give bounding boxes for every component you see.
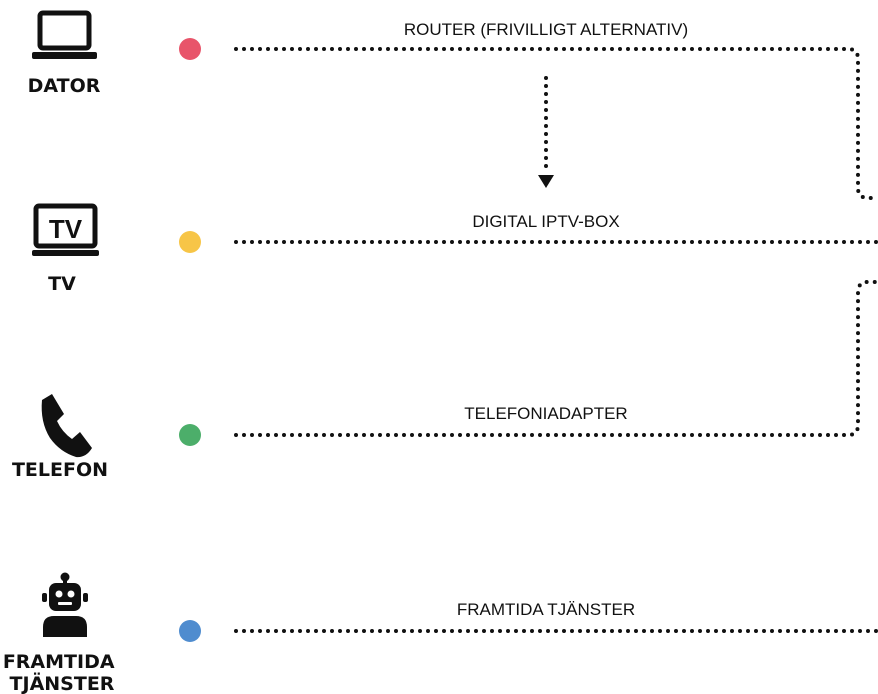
status-dot-tv [179,231,201,253]
status-dot-framtida [179,620,201,642]
device-label-telefon: TELEFON [12,459,108,481]
phone-icon [41,394,92,458]
connection-line-telefoniadapter [234,280,878,437]
device-label-tv: TV [48,273,76,295]
device-telefon: TELEFON [12,394,108,481]
robot-icon [42,572,88,637]
line-label-iptv-box: DIGITAL IPTV-BOX [472,212,619,231]
laptop-icon [32,10,97,59]
svg-text:TV: TV [49,214,83,244]
line-label-telefoniadapter: TELEFONIADAPTER [464,404,627,423]
status-dot-telefon [179,424,201,446]
connection-line-router [234,47,878,200]
line-label-framtida-tjanster: FRAMTIDA TJÄNSTER [457,600,635,619]
line-label-router: ROUTER (FRIVILLIGT ALTERNATIV) [404,20,688,39]
device-tv: TV TV [32,203,99,295]
device-framtida: FRAMTIDA TJÄNSTER [3,572,121,694]
device-label-framtida: FRAMTIDA TJÄNSTER [3,651,121,694]
device-label-dator: DATOR [28,75,101,97]
tv-icon: TV [32,203,99,256]
arrow-down-icon [538,175,554,188]
status-dot-dator [179,38,201,60]
device-dator: DATOR [28,10,101,97]
